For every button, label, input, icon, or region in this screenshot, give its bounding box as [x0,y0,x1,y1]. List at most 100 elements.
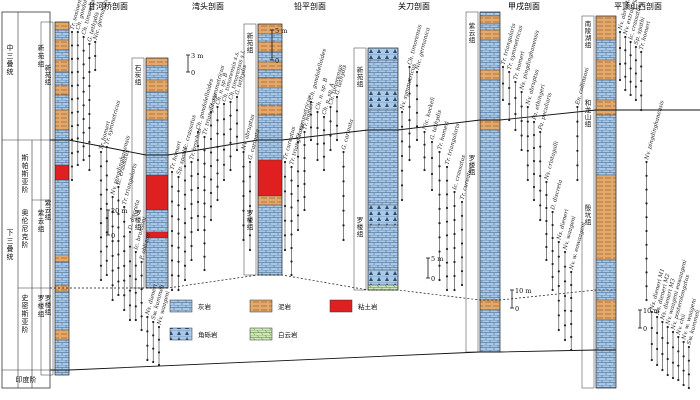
occurrence-dot [423,168,426,172]
occurrence-dot [290,219,293,223]
occurrence-dot [640,108,643,112]
occurrence-dot [460,214,464,217]
unit-label-s1-1: 紫云组 [45,199,52,221]
boundary-induan [50,349,616,371]
unit-label-char: 楼 [135,215,142,224]
occurrence-dot [123,235,126,238]
occurrence-dot [545,232,548,236]
occurrence-dot [235,148,239,152]
occurrence-dot [82,49,85,52]
occurrence-dot [329,134,332,137]
unit-label-char: 罗 [45,294,52,302]
fossil-range-s2-5: Tr. triangularis [202,93,219,272]
occurrence-dot [99,222,103,225]
bed-brec [367,89,399,111]
occurrence-dot [335,124,339,127]
unit-label-s5-0: 紫云组 [469,22,476,44]
fossil-name: Nv. chii [676,313,688,336]
occurrence-dot [242,165,245,168]
occurrence-dot [453,232,456,236]
unit-label-char: 组 [469,167,476,176]
occurrence-dot [70,151,74,155]
occurrence-dot [88,140,91,144]
occurrence-dot [248,219,252,222]
occurrence-dot [76,57,79,60]
occurrence-dot [88,168,91,172]
bed-lime [479,23,501,31]
occurrence-dot [650,342,653,346]
occurrence-dot [570,348,573,352]
unit-label-char: 楼 [469,160,476,169]
occurrence-dot [82,76,85,80]
occurrence-dot [640,50,643,54]
occurrence-dot [203,215,206,218]
occurrence-dot [682,383,685,387]
unit-label-char: 云 [469,29,476,37]
bed-lime [479,309,501,353]
bed-brec [367,269,399,286]
scale-label-top: 5 m [431,255,443,263]
occurrence-dot [408,145,411,148]
occurrence-dot [290,246,293,250]
occurrence-dot [423,143,426,146]
stage-induan: 印度阶 [16,375,37,384]
unit-label-char: 组 [469,35,476,44]
occurrence-dot [157,351,161,354]
occurrence-dot [222,102,226,106]
occurrence-dot [216,185,219,188]
fossil-range-s5-11: Nv. w. eowaageni [569,221,587,352]
occurrence-dot [460,242,464,245]
occurrence-dot [209,151,213,154]
occurrence-dot [196,186,200,190]
occurrence-dot [123,264,126,267]
occurrence-dot [563,250,567,254]
occurrence-dot [128,230,132,234]
occurrence-dot [88,84,91,88]
occurrence-dot [290,165,293,169]
occurrence-dot [222,178,226,182]
occurrence-dot [196,228,200,232]
occurrence-dot [656,331,659,335]
column-s6 [581,15,617,389]
occurrence-dot [105,245,108,248]
occurrence-dot [563,324,567,327]
unit-label-char: 新 [247,31,254,40]
occurrence-dot [656,363,659,367]
occurrence-dot [152,347,155,350]
occurrence-dot [551,262,554,266]
occurrence-dot [303,130,306,134]
section-title-4: 关刀剖面 [398,2,430,11]
occurrence-dot [196,172,200,176]
legend: 灰岩泥岩粘土岩角砾岩白云岩 [169,299,378,341]
occurrence-dot [196,158,200,162]
fossil-name: D. discreta [550,179,564,211]
occurrence-dot [309,138,313,142]
occurrence-dot [303,169,306,173]
occurrence-dot [76,150,79,153]
occurrence-dot [661,320,664,324]
occurrence-dot [415,70,419,74]
bed-lime [54,94,70,111]
unit-label-s2-0: 石炭组 [135,64,142,86]
bed-lime [54,71,70,86]
unit-label-char: 楼 [247,215,254,224]
fossil-range-s2-1: Sp. spathi [176,146,189,292]
occurrence-dot [290,260,293,263]
occurrence-dot [629,80,632,83]
occurrence-dot [303,182,306,186]
occurrence-dot [203,135,206,139]
occurrence-dot [170,288,174,292]
occurrence-dot [545,193,548,197]
occurrence-dot [222,118,226,121]
occurrence-dot [453,218,456,222]
occurrence-dot [242,209,245,212]
occurrence-dot [640,79,643,83]
occurrence-dot [128,289,132,292]
occurrence-dot [415,125,419,128]
occurrence-dot [88,42,91,46]
occurrence-dot [453,246,456,250]
occurrence-dot [99,250,103,253]
column-outline [367,47,399,291]
occurrence-dot [557,328,560,332]
unit-label-char: 殷 [585,203,592,212]
